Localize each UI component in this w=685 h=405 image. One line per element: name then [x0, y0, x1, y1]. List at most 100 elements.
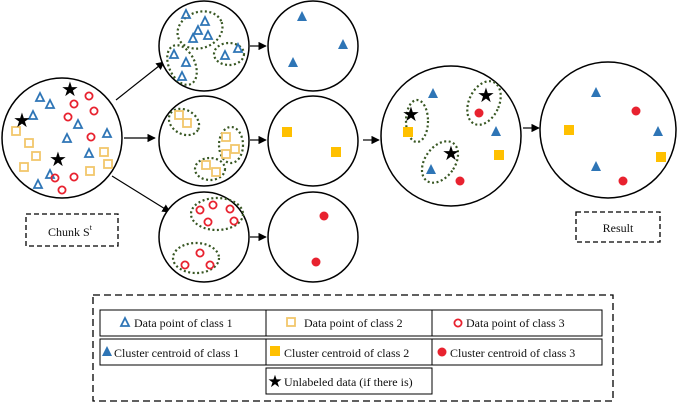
merged-circle	[380, 65, 522, 207]
triangle-icon	[27, 108, 39, 120]
class2-centroid-circle	[267, 95, 359, 187]
legend-label: Data point of class 2	[304, 316, 403, 330]
triangle-icon	[119, 315, 131, 327]
cluster-ellipse	[420, 140, 460, 184]
result-circle	[539, 61, 677, 199]
class3-cluster-points	[180, 200, 239, 270]
arrow-chunk-to-class1	[115, 61, 165, 101]
legend-item-data-class1: Data point of class 1	[99, 309, 267, 337]
circle-icon	[618, 176, 628, 186]
square-icon	[221, 149, 231, 159]
class2-cluster-circle	[158, 95, 250, 187]
star-icon: ★	[13, 108, 31, 132]
legend-label: Cluster centroid of class 2	[284, 346, 409, 360]
circle-icon	[84, 91, 94, 101]
triangle-icon	[34, 90, 46, 102]
triangle-icon	[653, 126, 663, 136]
square-icon	[286, 317, 296, 327]
legend-item-centroid-class3: Cluster centroid of class 3	[431, 338, 603, 366]
triangle-icon	[491, 126, 501, 136]
square-icon	[19, 162, 29, 172]
triangle-icon	[180, 55, 192, 67]
star-icon: ★	[61, 77, 79, 101]
triangle-icon	[187, 31, 199, 43]
circle-icon	[453, 318, 463, 328]
star-icon: ★	[477, 83, 495, 107]
chunk-points: ★ ★ ★	[11, 77, 113, 195]
triangle-icon	[44, 97, 56, 109]
legend-item-centroid-class2: Cluster centroid of class 2	[265, 338, 433, 366]
legend-label: Data point of class 3	[466, 316, 565, 330]
star-icon: ★	[442, 141, 460, 165]
result-label-box: Result	[575, 211, 661, 243]
square-icon	[656, 152, 666, 162]
square-icon	[31, 151, 41, 161]
circle-icon	[89, 106, 99, 116]
circle-icon	[229, 216, 239, 226]
circle-icon	[437, 347, 447, 357]
cluster-ellipse	[176, 10, 224, 50]
triangle-icon	[591, 87, 601, 97]
square-icon	[24, 138, 34, 148]
cluster-ellipses	[166, 10, 502, 275]
flow-arrows	[111, 41, 540, 242]
class3-cluster-circle	[158, 191, 250, 283]
triangle-icon	[202, 28, 214, 40]
square-icon	[11, 126, 21, 136]
square-icon	[211, 167, 221, 177]
triangle-icon	[168, 47, 180, 59]
triangle-icon	[428, 88, 438, 98]
circle-icon	[195, 248, 205, 258]
legend-label: Cluster centroid of class 3	[450, 346, 575, 360]
square-icon	[564, 125, 574, 135]
circle-icon	[50, 173, 60, 183]
legend-label: Unlabeled data (if there is)	[284, 375, 413, 389]
cluster-ellipse	[166, 44, 198, 86]
square-icon	[230, 144, 240, 154]
square-icon	[270, 346, 280, 356]
circle-icon	[631, 106, 641, 116]
class1-cluster-circle	[158, 0, 250, 92]
class3-centroids	[311, 211, 329, 267]
square-icon	[494, 150, 504, 160]
triangle-icon	[219, 48, 231, 60]
chunk-label-box: Chunk St	[25, 213, 119, 247]
circle-icon	[205, 260, 215, 270]
circle-icon	[63, 112, 73, 122]
cluster-ellipse	[171, 241, 221, 275]
circle-icon	[86, 132, 96, 142]
star-icon: ★	[402, 102, 420, 126]
class1-centroid-circle	[267, 0, 359, 92]
class3-centroid-circle	[267, 191, 359, 283]
star-icon: ★	[267, 372, 282, 392]
cluster-ellipse	[167, 107, 201, 137]
cluster-ellipse	[404, 98, 430, 144]
cluster-ellipse	[193, 156, 227, 182]
circle-icon	[319, 211, 329, 221]
square-icon	[221, 132, 231, 142]
legend-label: Cluster centroid of class 1	[114, 346, 239, 360]
square-icon	[282, 127, 292, 137]
triangle-icon	[176, 69, 188, 81]
class1-cluster-points	[168, 7, 244, 81]
circle-icon	[208, 200, 218, 210]
circle-icon	[69, 99, 79, 109]
circle-icon	[195, 205, 205, 215]
circle-icon	[474, 108, 484, 118]
triangle-icon	[591, 161, 601, 171]
legend-item-centroid-class1: Cluster centroid of class 1	[99, 338, 267, 366]
triangle-icon	[44, 167, 56, 179]
triangle-icon	[32, 177, 44, 189]
square-icon	[99, 147, 109, 157]
triangle-icon	[199, 14, 211, 26]
arrow-chunk-to-class3	[111, 175, 171, 213]
circle-icon	[69, 172, 79, 182]
triangle-icon	[101, 126, 113, 138]
class1-centroids	[288, 11, 348, 67]
legend-label: Data point of class 1	[134, 316, 233, 330]
square-icon	[174, 110, 184, 120]
triangle-icon	[232, 41, 244, 53]
square-icon	[403, 127, 413, 137]
class2-cluster-points	[174, 110, 240, 177]
